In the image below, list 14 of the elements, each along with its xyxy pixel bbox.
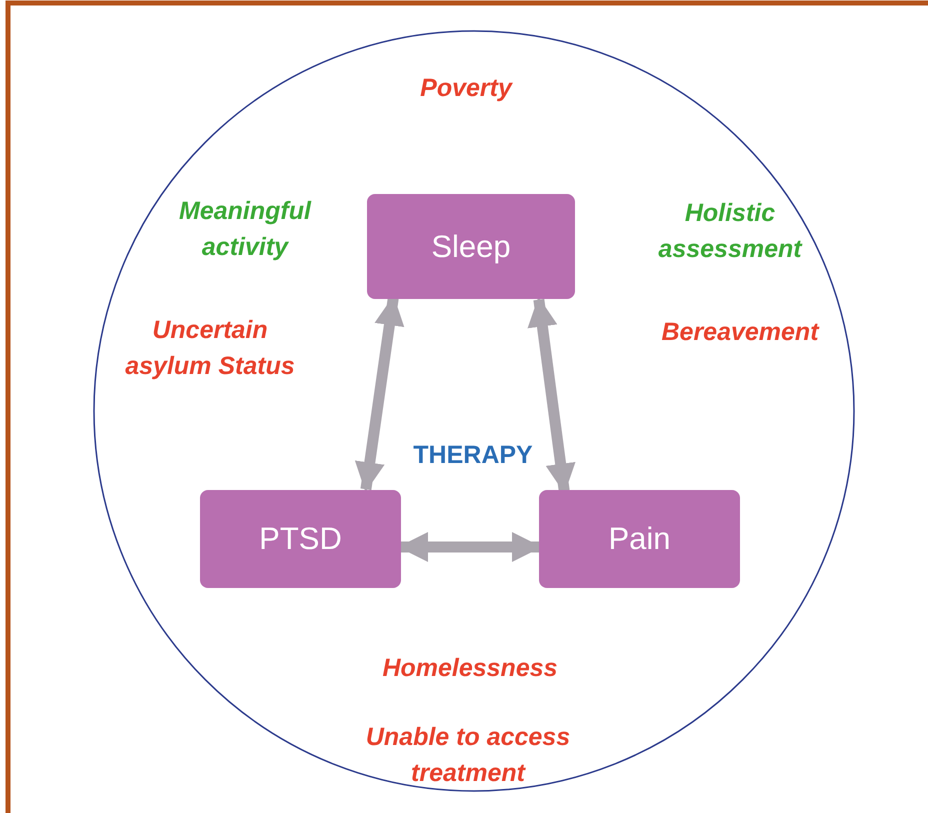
box-label: Sleep	[431, 228, 511, 264]
factor-label: Meaningful activity	[178, 196, 312, 263]
factor-label: Bereavement	[660, 316, 820, 348]
process-box	[367, 194, 575, 299]
box-label: Pain	[608, 521, 671, 557]
process-box	[200, 490, 401, 588]
factor-label: Unable to access treatment	[364, 722, 572, 789]
factor-label: Holistic assessment	[657, 198, 804, 265]
factor-label: Poverty	[419, 72, 514, 104]
factor-label: Uncertain asylum Status	[124, 314, 296, 382]
box-label: PTSD	[259, 521, 342, 557]
process-box	[539, 490, 740, 588]
center-label: THERAPY	[412, 440, 534, 471]
factor-label: Homelessness	[381, 652, 559, 684]
